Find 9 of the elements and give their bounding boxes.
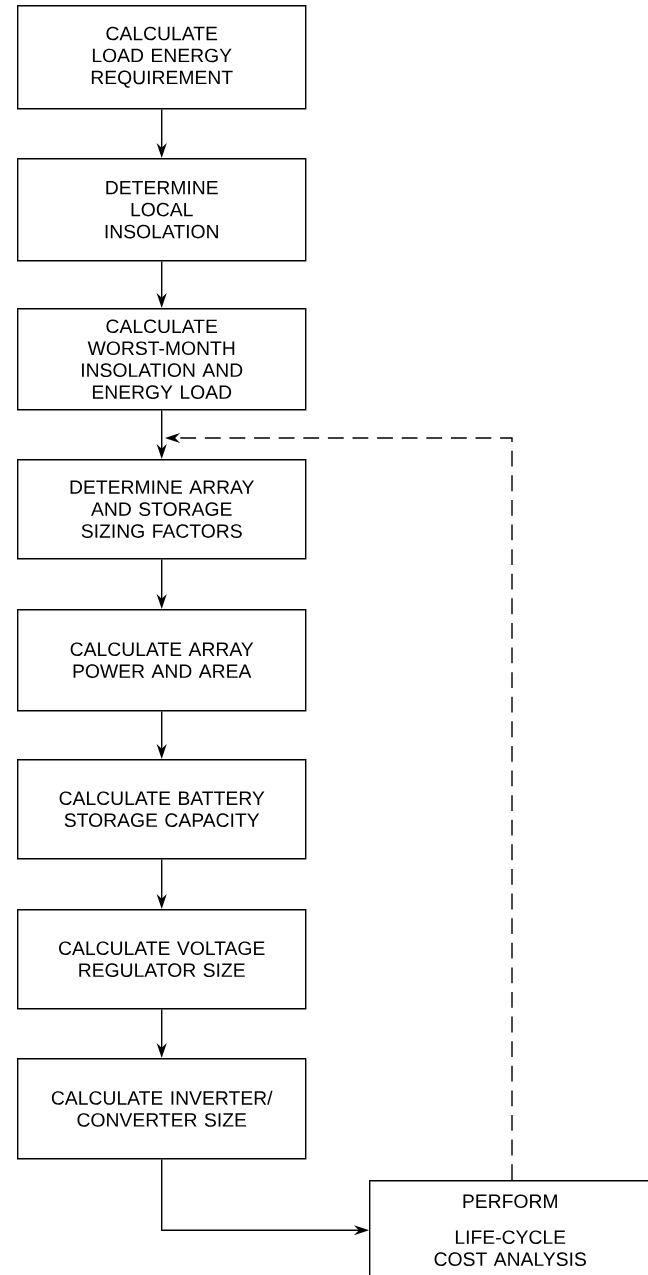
- process-box: PERFORM LIFE-CYCLE COST ANALYSIS: [369, 1180, 648, 1275]
- process-box: CALCULATE BATTERY STORAGE CAPACITY: [17, 759, 307, 860]
- process-box: CALCULATE LOAD ENERGY REQUIREMENT: [17, 5, 307, 110]
- process-box: CALCULATE WORST-MONTH INSOLATION AND ENERGY LOAD: [17, 308, 307, 411]
- process-box: DETERMINE LOCAL INSOLATION: [17, 158, 307, 262]
- process-box: CALCULATE VOLTAGE REGULATOR SIZE: [17, 909, 307, 1010]
- process-box: CALCULATE ARRAY POWER AND AREA: [17, 609, 307, 712]
- process-box: CALCULATE INVERTER/ CONVERTER SIZE: [17, 1058, 307, 1160]
- process-box: DETERMINE ARRAY AND STORAGE SIZING FACTORS: [17, 459, 307, 560]
